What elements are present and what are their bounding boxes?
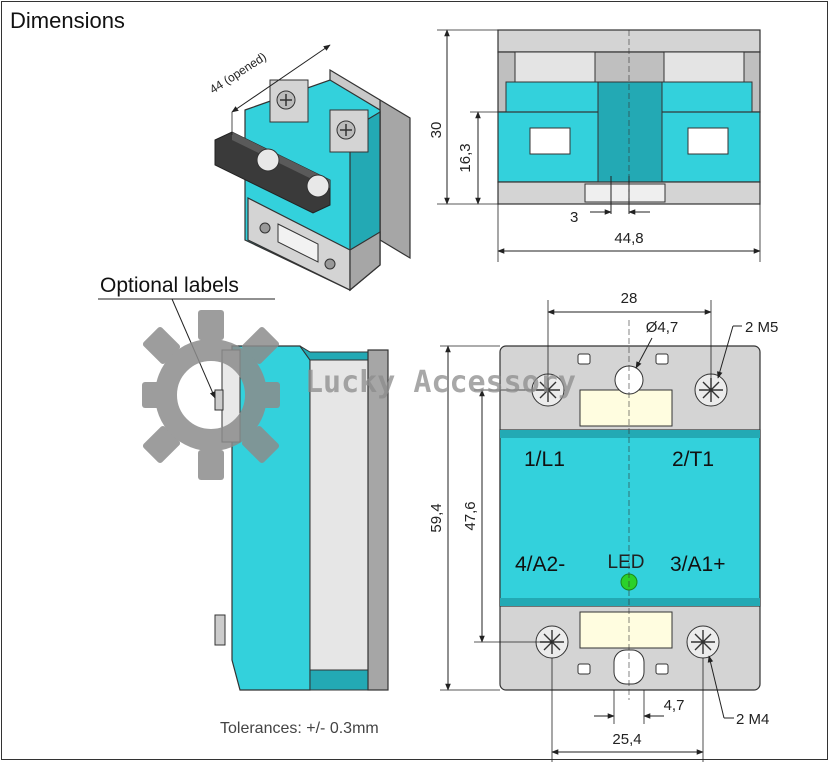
front-height-inner: 47,6 — [462, 501, 479, 530]
front-view: 1/L1 2/T1 4/A2- 3/A1+ LED 28 Ø4,7 2 M5 5… — [428, 290, 778, 762]
front-screw-top: 2 M5 — [745, 319, 778, 336]
terminal-a2: 4/A2- — [515, 553, 565, 576]
tolerances-note: Tolerances: +/- 0.3mm — [220, 720, 379, 737]
terminal-t1: 2/T1 — [672, 448, 714, 471]
front-hole-diameter: Ø4,7 — [646, 319, 679, 336]
page-title: Dimensions — [10, 8, 125, 33]
top-height-total: 30 — [428, 122, 445, 139]
led-label: LED — [608, 552, 645, 573]
front-height-total: 59,4 — [428, 503, 445, 532]
isometric-view: 44 (opened) — [207, 44, 411, 292]
side-view — [214, 345, 389, 691]
top-view: 30 16,3 3 44,8 — [428, 29, 761, 262]
watermark-text: Lucky Accessory — [305, 365, 576, 400]
opened-dimension-label: 44 (opened) — [207, 50, 269, 97]
top-offset: 3 — [570, 209, 578, 226]
optional-labels-text: Optional labels — [100, 274, 239, 297]
top-width: 44,8 — [614, 230, 643, 247]
front-width-holes: 28 — [621, 290, 638, 307]
terminal-a1: 3/A1+ — [670, 553, 725, 576]
front-offset-bottom: 4,7 — [664, 697, 685, 714]
front-width-bottom: 25,4 — [612, 731, 641, 748]
terminal-l1: 1/L1 — [524, 448, 565, 471]
screw-bottom-right-icon — [686, 625, 720, 659]
top-height-inner: 16,3 — [457, 143, 474, 172]
front-screw-bottom: 2 M4 — [736, 711, 769, 728]
gear-icon — [142, 310, 280, 480]
